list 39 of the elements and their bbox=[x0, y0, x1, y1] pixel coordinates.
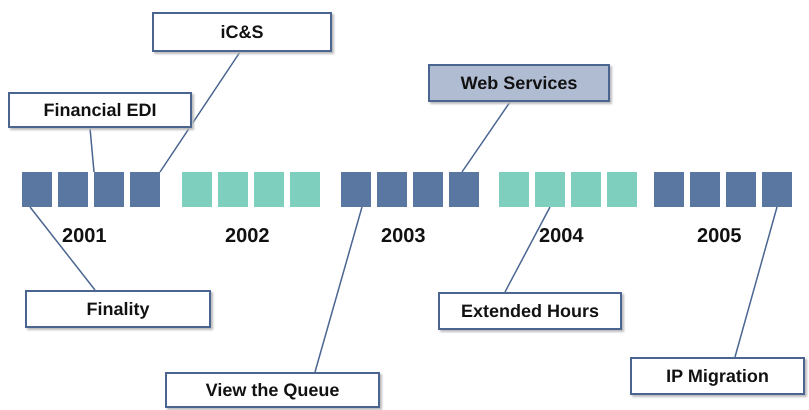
callout-box: Extended Hours bbox=[438, 292, 622, 330]
quarter-block bbox=[290, 172, 320, 207]
quarter-block bbox=[254, 172, 284, 207]
quarter-block bbox=[449, 172, 479, 207]
quarter-block bbox=[535, 172, 565, 207]
callout-box: Financial EDI bbox=[8, 92, 192, 128]
year-label: 2005 bbox=[697, 225, 742, 248]
quarter-block bbox=[726, 172, 756, 207]
quarter-block bbox=[218, 172, 248, 207]
year-label: 2003 bbox=[381, 225, 426, 248]
quarter-block bbox=[94, 172, 124, 207]
year-label: 2001 bbox=[62, 225, 106, 248]
quarter-block bbox=[762, 172, 792, 207]
leader-line bbox=[314, 206, 363, 372]
callout-box: View the Queue bbox=[165, 372, 380, 408]
quarter-block bbox=[499, 172, 529, 207]
quarter-block bbox=[58, 172, 88, 207]
leader-line bbox=[461, 102, 511, 172]
quarter-block bbox=[413, 172, 443, 207]
quarter-block bbox=[22, 172, 52, 207]
leader-line bbox=[29, 206, 96, 290]
callout-box: Finality bbox=[25, 290, 211, 328]
callout-box: Web Services bbox=[428, 64, 610, 102]
callout-box: IP Migration bbox=[630, 357, 805, 395]
leader-line bbox=[734, 206, 778, 358]
quarter-block bbox=[377, 172, 407, 207]
leader-line bbox=[159, 52, 241, 172]
callout-box: iC&S bbox=[152, 12, 332, 52]
leader-line bbox=[89, 128, 95, 172]
quarter-block bbox=[690, 172, 720, 207]
year-label: 2004 bbox=[539, 225, 584, 248]
quarter-block bbox=[341, 172, 371, 207]
quarter-block bbox=[654, 172, 684, 207]
quarter-block bbox=[130, 172, 160, 207]
quarter-block bbox=[571, 172, 601, 207]
quarter-block bbox=[182, 172, 212, 207]
leader-line bbox=[504, 206, 551, 292]
quarter-block bbox=[607, 172, 637, 207]
year-label: 2002 bbox=[225, 225, 270, 248]
